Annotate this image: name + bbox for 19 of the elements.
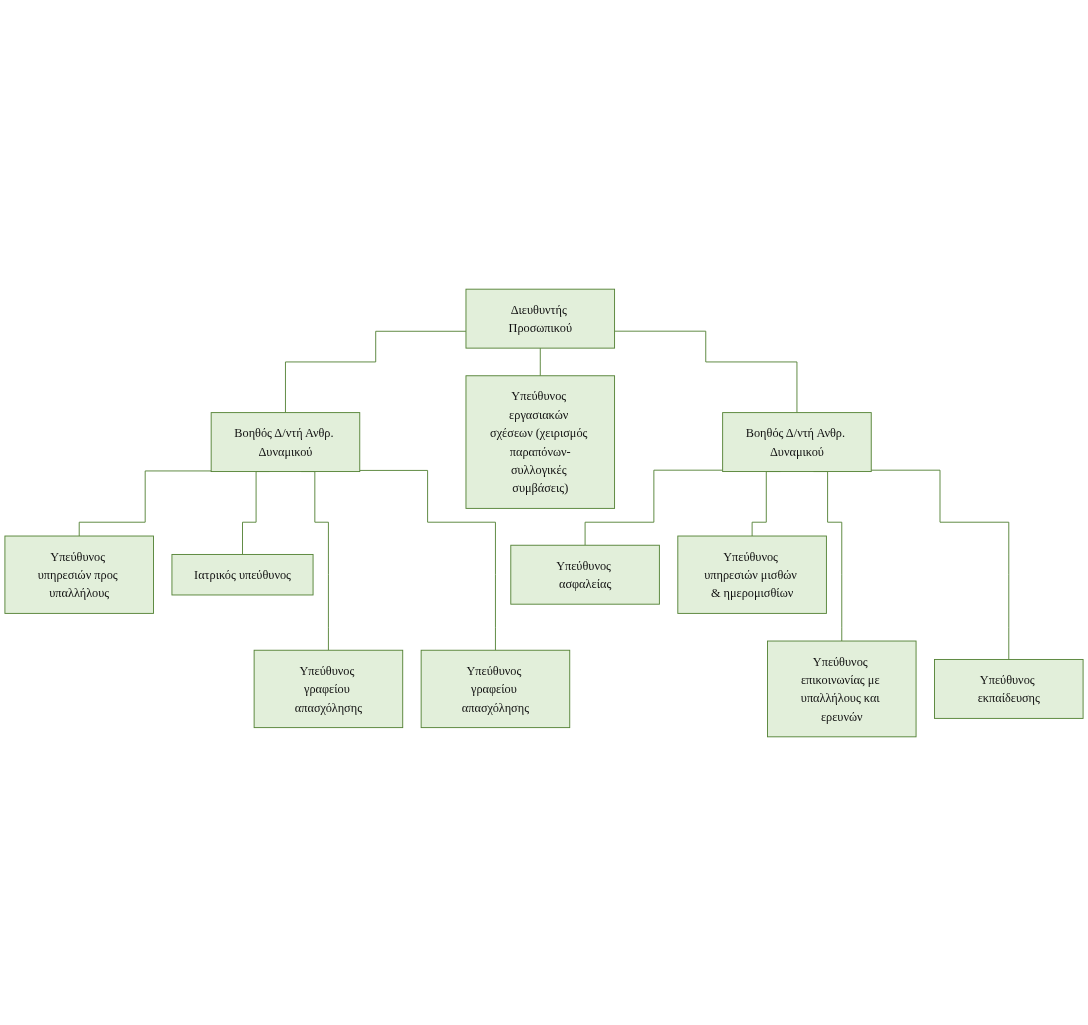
node-box: Βοηθός Δ/ντή Ανθρ. Δυναμικού: [210, 411, 361, 472]
node-box: Διευθυντής Προσωπικού: [465, 288, 616, 349]
node-box: Βοηθός Δ/ντή Ανθρ. Δυναμικού: [722, 411, 872, 472]
node-box: Υπεύθυνος γραφείου απασχόλησης: [420, 649, 571, 728]
node-box: Υπεύθυνος εκπαίδευσης: [934, 658, 1084, 719]
connector: [359, 469, 496, 651]
node-box: Υπεύθυνος ασφαλείας: [510, 544, 660, 605]
node-box: Υπεύθυνος επικοινωνίας με υπαλλήλους και ερευνών: [767, 640, 917, 737]
connector: [78, 470, 212, 536]
node-box: Ιατρικός υπεύθυνος: [171, 553, 314, 595]
connector: [285, 330, 467, 413]
node-box: Υπεύθυνος υπηρεσιών μισθών & ημερομισθίων: [677, 535, 827, 614]
connector: [584, 469, 724, 546]
connector: [614, 330, 798, 413]
node-box: Υπεύθυνος εργασιακών σχέσεων (χειρισμός παραπόνων-συλλογικές συμβάσεις): [465, 374, 616, 509]
node-box: Υπεύθυνος γραφείου απασχόλησης: [253, 649, 404, 728]
connector: [539, 347, 541, 376]
node-box: Υπεύθυνος υπηρεσιών προς υπαλλήλους: [4, 535, 154, 614]
connector: [870, 469, 1010, 660]
